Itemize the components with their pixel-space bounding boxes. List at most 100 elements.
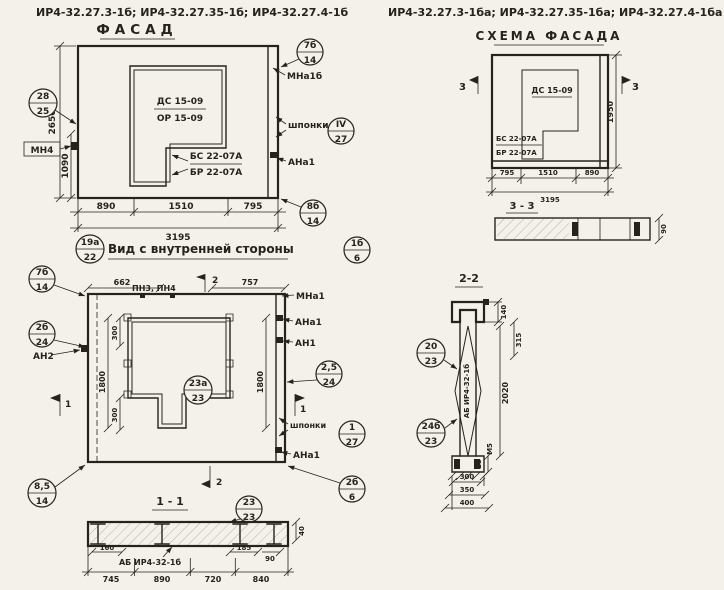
scheme-mark: ДС 15-09 xyxy=(531,86,573,95)
dim-1510: 1510 xyxy=(538,169,558,177)
callout-7b-14: 7б 14 xyxy=(280,38,324,68)
dim-300-top: 300 xyxy=(111,326,119,341)
callout-detail-ref: 20 xyxy=(425,342,438,352)
section-1-marker-flag-right xyxy=(295,394,305,402)
shponki-label: шпонки xyxy=(288,121,329,131)
mna1-label: МНа1 xyxy=(296,292,325,302)
section-1-marker-flag-left xyxy=(50,394,60,402)
dim-1800-right: 1800 xyxy=(256,370,265,393)
pn-label: ПН3, ПН4 xyxy=(132,284,176,293)
mn4-anchor-plate xyxy=(71,142,79,150)
callout-leader xyxy=(443,359,458,370)
callout-sheet-ref: 14 xyxy=(304,56,317,66)
ana1-top-leader xyxy=(282,317,294,323)
section-2-marker-flag-bottom xyxy=(201,480,210,488)
callout-leader xyxy=(53,339,86,348)
dim-720: 720 xyxy=(205,575,222,584)
facade-height-dim-lines xyxy=(54,41,76,203)
shponki-leader-1 xyxy=(275,116,287,125)
shponki-inner-leader-1 xyxy=(278,417,289,425)
callout-8-5-14: 8,5 14 xyxy=(27,464,86,508)
section-3-3-connector-1 xyxy=(572,222,578,236)
dim-1510: 1510 xyxy=(168,202,193,212)
ana1-bottom-leader xyxy=(280,450,292,456)
section-1-marker-left: 1 xyxy=(65,400,71,410)
callout-sheet-ref: 22 xyxy=(84,253,97,263)
dim-25-lines xyxy=(483,451,493,477)
scheme-opening xyxy=(521,69,579,160)
facade-view: ФАСАД ДС 15-09 ОР 15-09 БС 22-07А БР 22-… xyxy=(23,22,355,243)
facade-height-dim: 2650 xyxy=(48,109,58,134)
section-1-1: 1 - 1 23 23 40 160 185 90 АБ ИР4-32-1б 7… xyxy=(82,495,306,584)
mna1b-leader xyxy=(272,67,286,76)
callout-2b-24: 2б 24 xyxy=(28,320,86,348)
callout-sheet-ref: 23 xyxy=(425,437,438,447)
stacked-dim-lines xyxy=(440,476,494,513)
facade-scheme: СХЕМА ФАСАДА ДС 15-09 БС 22-07А БР 22-07… xyxy=(459,29,639,204)
mna1b-label: МНа1б xyxy=(287,71,322,82)
dim-40-lines xyxy=(291,517,301,545)
an1-label: АН1 xyxy=(295,339,316,349)
bottom-connector-2 xyxy=(474,459,480,469)
ab-panel-mark-label: АБ ИР4-32-1б xyxy=(119,557,182,567)
section-2-2-bottom-cap xyxy=(451,455,485,473)
inner-panel-outline xyxy=(86,292,287,464)
mna1-leader xyxy=(281,293,295,298)
callout-7b-14-left: 7б 14 xyxy=(28,265,86,297)
dim-890: 890 xyxy=(154,575,171,584)
facade-title: ФАСАД xyxy=(96,22,177,38)
header-marks-right: ИР4-32.27.3-1ба; ИР4-32.27.35-1ба; ИР4-3… xyxy=(388,6,722,19)
section-3-3-connector-2 xyxy=(634,222,640,236)
callout-leader xyxy=(444,418,458,429)
dim-1950: 1950 xyxy=(606,100,615,123)
callout-leader xyxy=(280,58,300,68)
section-1-marker-right: 1 xyxy=(300,405,306,415)
section-3-3: 3 - 3 90 xyxy=(494,201,668,245)
callout-sheet-ref: 23 xyxy=(192,394,205,404)
callout-detail-ref: 8,5 xyxy=(34,482,50,492)
dim-890: 890 xyxy=(97,202,116,212)
facade-bottom-dim-lines xyxy=(70,198,286,233)
ab-panel-mark-vertical: АБ ИР4-32-1б xyxy=(463,364,471,418)
dim-300-bottom: 300 xyxy=(111,408,119,423)
callout-sheet-ref: 6 xyxy=(354,254,360,264)
pn3-anchor xyxy=(140,294,145,298)
callout-detail-ref: 2б xyxy=(346,477,359,488)
section-2-2-title: 2-2 xyxy=(459,272,479,285)
bottom-connector-1 xyxy=(454,459,460,469)
section-bottom-dim-lines xyxy=(82,546,294,577)
dim-757: 757 xyxy=(242,278,259,287)
callout-sheet-ref: 27 xyxy=(346,438,359,448)
callout-leader xyxy=(53,284,86,297)
section-2-marker-bottom: 2 xyxy=(216,478,222,488)
callout-sheet-ref: 23 xyxy=(425,357,438,367)
callout-detail-ref: 2б xyxy=(36,322,49,333)
callout-sheet-ref: 14 xyxy=(36,283,49,293)
facade-1090-dim: 1090 xyxy=(61,153,71,178)
scheme-title: СХЕМА ФАСАДА xyxy=(476,29,623,43)
inner-1800-left-dim-lines xyxy=(103,313,113,433)
ana1-bottom-label: АНа1 xyxy=(293,451,320,461)
callout-detail-ref: 24б xyxy=(422,421,441,432)
callout-sheet-ref: 24 xyxy=(36,338,49,348)
shponki-label-inner: шпонки xyxy=(290,421,326,430)
inner-view-title: Вид с внутренней стороны xyxy=(108,242,294,256)
callout-detail-ref: 19а xyxy=(81,238,100,248)
header-marks-left: ИР4-32.27.3-1б; ИР4-32.27.35-1б; ИР4-32.… xyxy=(36,6,348,19)
callout-23a-23: 23а 23 xyxy=(183,375,213,405)
callout-8b-14: 8б 14 xyxy=(280,198,327,227)
dim-795: 795 xyxy=(244,202,263,212)
an2-anchor-plate xyxy=(81,345,89,352)
section-3-3-hatch xyxy=(497,219,569,239)
callout-sheet-ref: 23 xyxy=(243,513,256,523)
dim-840: 840 xyxy=(253,575,270,584)
callout-detail-ref: 2,5 xyxy=(321,363,337,373)
dim-total-3195: 3195 xyxy=(540,196,560,204)
inner-1800-right-dim-lines xyxy=(261,313,271,433)
scheme-height-dim-lines xyxy=(608,50,622,173)
dim-90: 90 xyxy=(265,555,275,563)
channel-connectors xyxy=(90,523,282,545)
facade-mark-bottom: ОР 15-09 xyxy=(157,114,203,124)
section-3-3-dim-lines xyxy=(654,213,664,245)
shponki-inner-leader-2 xyxy=(278,429,289,437)
